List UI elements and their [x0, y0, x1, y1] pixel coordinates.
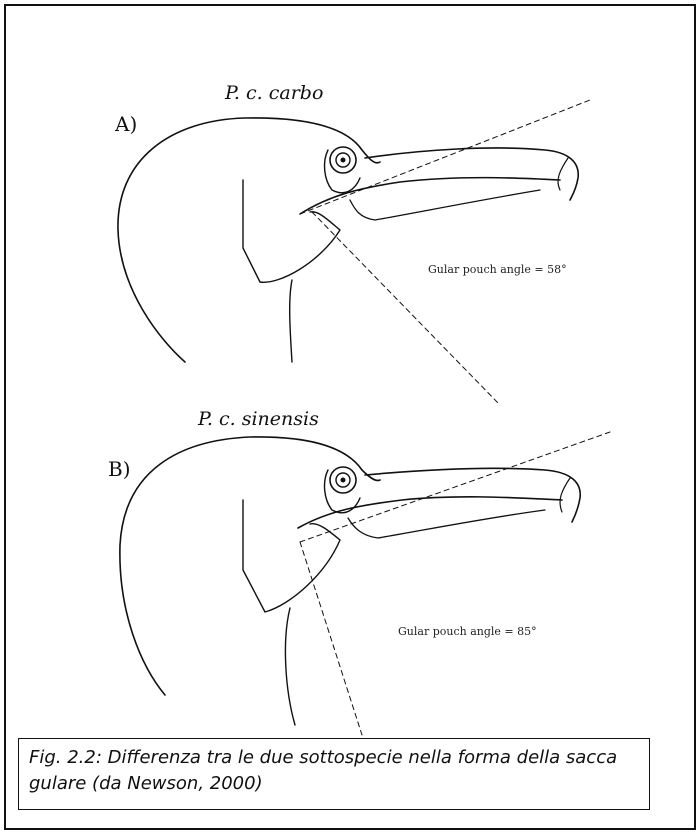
panel-b-title: P. c. sinensis	[198, 408, 319, 430]
figure-caption: Fig. 2.2: Differenza tra le due sottospe…	[18, 738, 650, 810]
panel-b-angle-text: Gular pouch angle = 85°	[398, 625, 537, 638]
panel-a-angle-text: Gular pouch angle = 58°	[428, 263, 567, 276]
panel-a-lower-beak	[300, 178, 560, 214]
panel-a-upper-beak	[365, 148, 578, 200]
panel-b-upper-beak	[365, 468, 580, 522]
panel-a-label: A)	[115, 112, 137, 136]
panel-b-label: B)	[108, 457, 131, 481]
panel-b-head	[120, 432, 610, 735]
panel-b-head-outline	[120, 437, 380, 695]
panel-a-angle-line-upper	[300, 100, 590, 214]
panel-a-head	[118, 100, 590, 405]
panel-a-angle-line-lower	[312, 212, 500, 405]
panel-a-title: P. c. carbo	[225, 82, 323, 104]
panel-b-angle-line-upper	[300, 432, 610, 542]
panel-b-gular-pouch	[243, 500, 340, 612]
panel-b-neck-front	[285, 608, 295, 725]
panel-a-head-outline	[118, 118, 380, 362]
panel-a-neck-front	[290, 280, 292, 362]
panel-a-gular-pouch	[243, 180, 340, 282]
panel-b-angle-line-lower	[300, 542, 362, 735]
